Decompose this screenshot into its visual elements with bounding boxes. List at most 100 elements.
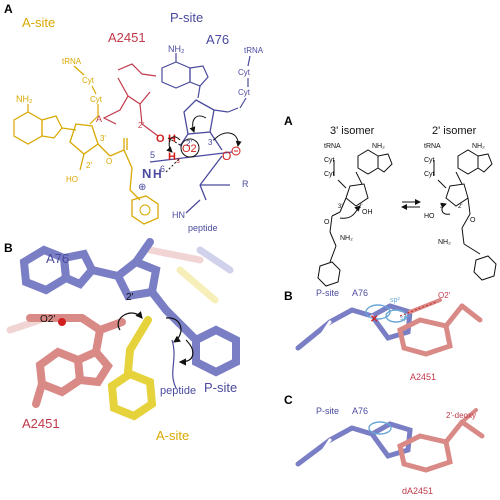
iso2-o: O	[470, 217, 476, 224]
rb-sp3: sp³	[400, 315, 410, 322]
iso2-structure	[433, 149, 497, 281]
a-trna: tRNA	[62, 57, 82, 66]
a-ester-o: O	[106, 157, 112, 166]
panel-right-b-model: B P-site A76 ✕ sp² sp³ O2' A2451	[284, 288, 483, 382]
right-c-label: C	[284, 393, 293, 407]
minus-circle	[231, 146, 241, 156]
iso2-2p: 2'	[458, 204, 462, 210]
a76-adenine	[161, 53, 209, 99]
b-a-site-label: A-site	[156, 428, 189, 443]
iso3-structure	[317, 149, 393, 287]
rc-p-site: P-site	[316, 406, 339, 416]
iso3-3p: 3'	[338, 204, 342, 210]
rb-o2p: O2'	[438, 291, 451, 300]
p-trna: tRNA	[244, 46, 264, 55]
b-a76-sticks	[19, 238, 240, 377]
p-hn: HN	[172, 210, 185, 220]
b-a2451-sticks	[26, 314, 126, 408]
rb-a2451: A2451	[410, 372, 436, 382]
iso2-cyt2: Cyt	[424, 171, 435, 178]
a-site-ribose	[69, 123, 141, 201]
right-a-label: A	[284, 114, 293, 128]
rb-sp3-orbital	[365, 304, 391, 320]
iso3-nh2: NH₂	[372, 143, 385, 150]
rb-sp2-orbital	[385, 309, 407, 323]
b-arrows	[117, 311, 194, 389]
p-cyt-1: Cyt	[238, 68, 251, 77]
iso2-cyt1: Cyt	[424, 157, 435, 164]
p-cyt-2: Cyt	[238, 88, 251, 97]
iso3-oh: OH	[362, 209, 373, 216]
rc-sticks	[295, 408, 485, 473]
a-cyt-2: Cyt	[90, 95, 103, 104]
amine-n: N	[142, 166, 151, 181]
p-site-title: P-site	[170, 10, 203, 25]
h3-label: H	[168, 151, 176, 163]
a76-title: A76	[206, 32, 229, 47]
b-background-sticks	[6, 246, 234, 334]
a2451-a-atom: A	[96, 114, 102, 124]
a2451-h: H	[168, 133, 176, 145]
p-chain-bonds	[227, 55, 251, 113]
b-p-site-label: P-site	[204, 380, 237, 395]
rb-sp2: sp²	[390, 297, 400, 304]
panel-b-model: B	[4, 238, 240, 443]
iso3-nh2b: NH₂	[340, 235, 353, 242]
a-ho: HO	[66, 175, 78, 184]
panel-a-label: A	[4, 2, 13, 16]
a-3prime: 3'	[100, 134, 106, 143]
a-site-phenyl	[131, 195, 159, 225]
p-3prime: 3'	[208, 138, 214, 147]
rb-cross-icon: ✕	[370, 314, 378, 325]
a2451-o: O	[156, 133, 165, 145]
amine-plus: ⊕	[138, 182, 146, 193]
a-cyt-1: Cyt	[82, 76, 95, 85]
a2451-title: A2451	[108, 30, 146, 45]
o-minus: O	[222, 149, 231, 163]
a-site-nh2: NH₂	[16, 94, 33, 104]
o2-circle	[180, 138, 200, 158]
b-o2prime-label: O2'	[40, 314, 55, 325]
rc-a76: A76	[352, 406, 368, 416]
iso2-3p: 3'	[440, 204, 444, 210]
h3-sub: 3	[176, 158, 180, 165]
b-o2-atom	[58, 318, 66, 326]
rc-orbital	[368, 421, 392, 435]
p-2prime: 2'	[186, 139, 192, 148]
a2451-ribose	[102, 63, 159, 137]
a-site-adenine	[13, 104, 77, 145]
amine-h: H	[153, 167, 162, 181]
panel-right-c-model: C P-site A76 2'-deoxy dA2451	[284, 393, 485, 496]
panel-b-label: B	[4, 241, 13, 255]
panel-right-a-isomers: A 3' isomer 2' isomer tRNA Cyt Cyt NH₂ 3…	[284, 114, 497, 287]
rb-a76: A76	[352, 288, 368, 298]
right-b-label: B	[284, 289, 293, 303]
iso2-title: 2' isomer	[432, 125, 477, 137]
iso3-cyt2: Cyt	[324, 171, 335, 178]
b-a76-label: A76	[46, 251, 69, 266]
p-r: R	[242, 179, 249, 189]
iso3-o: O	[324, 219, 330, 226]
a2451-2prime: 2'	[138, 121, 144, 130]
iso3-title: 3' isomer	[330, 125, 375, 137]
a76-nh2: NH₂	[168, 44, 185, 54]
b-a2451-label: A2451	[22, 416, 60, 431]
rb-hbond	[399, 301, 437, 317]
a-site-title: A-site	[22, 15, 55, 30]
proton-shuttle-arrows	[165, 115, 242, 173]
iso2-ho: HO	[424, 213, 435, 220]
b-a-site-sticks	[107, 316, 157, 421]
a-2prime: 2'	[86, 161, 92, 170]
num-5: 5	[150, 150, 155, 160]
iso3-2p: 2'	[358, 204, 362, 210]
iso2-nh2: NH₂	[472, 143, 485, 150]
iso2-nh2b: NH₂	[438, 239, 451, 246]
b-2prime-label: 2'	[126, 292, 134, 303]
p-ribose	[149, 99, 233, 201]
b-peptide-label: peptide	[160, 385, 196, 397]
rc-da2451: dA2451	[402, 486, 433, 496]
rc-deoxy: 2'-deoxy	[446, 411, 476, 420]
panel-a-scheme: A A-site A2451 P-site A76 NH₂ tRNA Cyt C…	[4, 2, 264, 233]
o2-label: O2	[182, 143, 197, 155]
